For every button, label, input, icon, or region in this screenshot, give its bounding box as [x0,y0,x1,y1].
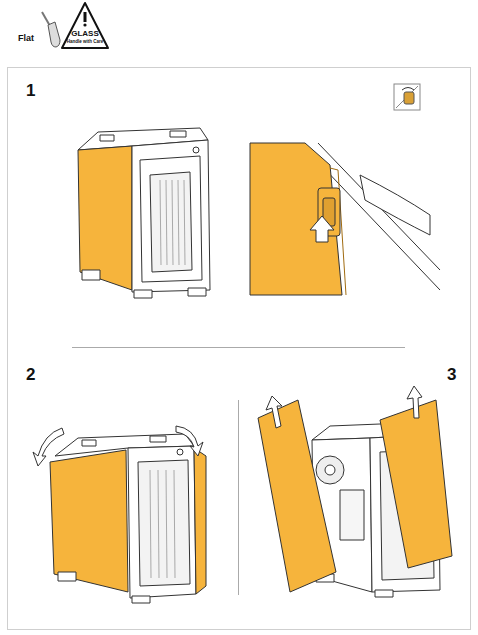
case-handle [100,135,114,141]
lift-arrow [266,396,282,428]
pc-case-open [258,386,452,597]
latch-detail [250,143,440,295]
case-front [132,140,210,292]
case-foot [132,596,150,603]
exclamation-dot [83,23,86,26]
case-foot [375,590,393,597]
exclamation-mark [84,12,87,22]
case-foot [188,288,206,296]
turn-arrow [402,88,414,91]
warning-triangle [62,3,108,48]
front-mesh [138,460,190,586]
case-foot [82,270,100,280]
thumbscrew [404,92,414,104]
case-foot [58,572,76,581]
power-button [177,449,183,455]
step-number: 1 [26,82,35,99]
power-button [193,147,199,153]
pc-case [33,426,206,603]
icon-slash [396,86,418,108]
step-frame [8,68,471,630]
side-glass-panel [78,146,132,290]
screwdriver-icon [42,12,60,47]
swing-arrow [176,426,203,456]
case-fan [316,456,344,484]
step-number: 2 [26,366,35,383]
divider [238,400,239,595]
vent-lines [150,470,175,578]
pc-case [78,128,210,298]
lift-arrow [407,386,422,418]
fan-hub [325,465,335,475]
case-handle [170,131,186,137]
side-glass-panel [194,448,206,594]
case-handle [150,436,166,442]
vent-lines [160,180,185,265]
case-front [128,446,196,598]
side-glass-panel [380,400,452,568]
warning-title: GLASS [71,30,99,38]
front-mesh [150,172,192,272]
swing-arrow [33,428,64,466]
pull-arrow [310,216,334,242]
screwdriver-handle [48,22,60,47]
case-handle [82,440,96,446]
screwdriver-shaft [42,12,50,26]
divider [72,347,405,348]
side-glass-panel [50,450,128,592]
warning-text: Handle with Care [67,40,104,45]
case-part [360,175,430,235]
icon-box [394,84,420,110]
front-bezel [140,156,202,282]
tool-name: Flat [18,34,34,43]
motherboard-tray [340,490,364,540]
glass-panel-edge [250,143,342,295]
side-glass-panel [258,400,336,592]
thumbscrew-icon [394,84,420,110]
case-foot [134,290,152,298]
step-number: 3 [447,366,456,383]
